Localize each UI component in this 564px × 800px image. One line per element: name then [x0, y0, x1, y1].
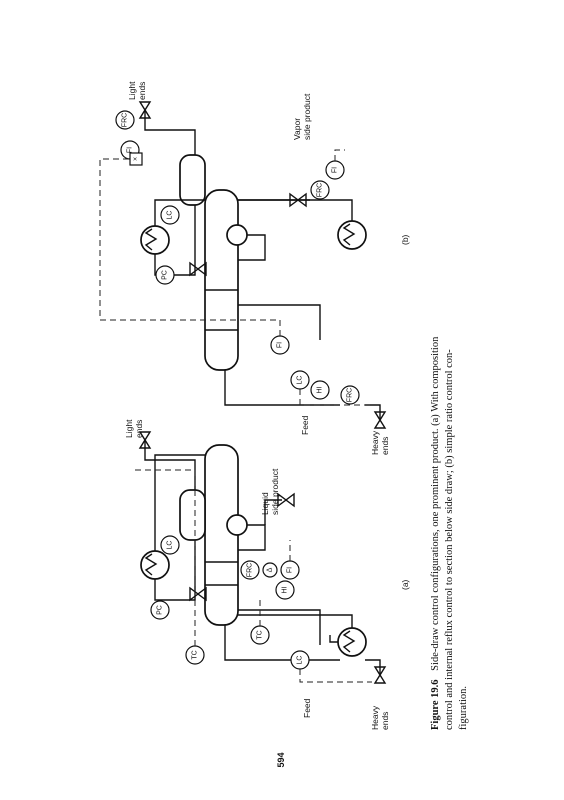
tc-mid-a: TC [250, 625, 270, 645]
side-product-line-a [264, 499, 282, 525]
light-ends-valve-b[interactable] [138, 101, 152, 119]
lc-bottom-b: LC [290, 370, 310, 390]
svg-text:×: × [133, 157, 140, 161]
panel-label-b: (b) [400, 234, 410, 245]
feed-label-a: Feed [302, 698, 312, 718]
fi-a: FI [280, 560, 300, 580]
panel-b: FI LC HI FRC PC LC FI [99, 81, 410, 455]
side-product-label-b-1: Vapor [292, 118, 302, 140]
tc-top-a: TC [185, 645, 205, 665]
svg-text:FRC: FRC [347, 388, 354, 402]
frc-side-b: FRC [310, 180, 330, 200]
svg-text:LC: LC [297, 656, 304, 665]
light-ends-label-b-2: ends [137, 82, 147, 100]
svg-text:LC: LC [297, 376, 304, 385]
side-product-label-a-1: Liquid [260, 492, 270, 515]
heavy-ends-label-a-2: ends [380, 712, 390, 730]
light-ends-line-b [144, 110, 196, 155]
svg-text:FI: FI [332, 167, 339, 173]
caption-line-1: Figure 19.6 Side-draw control configurat… [430, 336, 441, 730]
heavy-ends-valve-a[interactable] [373, 666, 387, 684]
reflux-pump-a [226, 514, 248, 536]
lc-drum-a: LC [160, 535, 180, 555]
feed-line-b [238, 304, 321, 340]
svg-text:HI: HI [282, 586, 289, 593]
caption-text-1: Side-draw control configurations, one pr… [430, 336, 441, 671]
caption-line-2: control and internal reflux control to s… [444, 349, 455, 730]
frc-bottom-b: FRC [340, 385, 360, 405]
caption-line-3: figuration. [458, 686, 469, 730]
svg-text:Δ: Δ [267, 567, 274, 572]
caption-label: Figure 19.6 [430, 679, 441, 730]
svg-text:LC: LC [167, 541, 174, 550]
side-product-valve-b[interactable] [289, 192, 307, 208]
reflux-drum-a [179, 489, 206, 541]
svg-text:FI: FI [127, 147, 134, 153]
frc-top-b: FRC [115, 110, 135, 130]
hi-a: HI [275, 580, 295, 600]
svg-text:TC: TC [257, 630, 264, 639]
reflux-drum-b [179, 154, 206, 206]
heavy-ends-valve-b[interactable] [373, 411, 387, 429]
ratio-station-b: × [129, 152, 143, 166]
fi-feed-b: FI [270, 335, 290, 355]
heavy-ends-label-a-1: Heavy [370, 705, 380, 730]
pc-a: PC [150, 600, 170, 620]
fi-side-b: FI [325, 160, 345, 180]
delta-a: Δ [262, 562, 278, 578]
hi-b: HI [310, 380, 330, 400]
svg-text:PC: PC [157, 605, 164, 615]
side-product-label-a-2: side product [270, 468, 280, 515]
light-ends-label-b-1: Light [127, 81, 137, 100]
light-ends-valve-a[interactable] [138, 431, 152, 449]
page-number: 594 [276, 752, 286, 767]
side-product-valve-a[interactable] [277, 492, 295, 508]
reflux-pump-b [226, 224, 248, 246]
light-ends-label-a-2: ends [134, 420, 144, 438]
lc-drum-b: LC [160, 205, 180, 225]
reflux-valve-a[interactable] [189, 586, 207, 602]
feed-line-a [238, 609, 321, 645]
heavy-ends-label-b-1: Heavy [370, 430, 380, 455]
feed-label-b: Feed [300, 415, 310, 435]
heavy-ends-line-a [365, 659, 381, 675]
svg-text:FI: FI [277, 342, 284, 348]
svg-text:FRC: FRC [247, 563, 254, 577]
reflux-valve-b[interactable] [189, 261, 207, 277]
svg-text:FRC: FRC [122, 113, 129, 127]
svg-text:FRC: FRC [317, 183, 324, 197]
light-ends-label-a-1: Light [124, 419, 134, 438]
pc-b: PC [155, 265, 175, 285]
side-product-label-b-2: side product [302, 93, 312, 140]
lc-bottom-a: LC [290, 650, 310, 670]
column-b [204, 189, 239, 371]
panel-label-a: (a) [400, 579, 410, 590]
svg-text:LC: LC [167, 211, 174, 220]
frc-a: FRC [240, 560, 260, 580]
svg-text:HI: HI [317, 386, 324, 393]
svg-text:FI: FI [287, 567, 294, 573]
svg-text:TC: TC [192, 650, 199, 659]
panel-a: TC TC LC PC LC FI Δ [124, 419, 410, 730]
heavy-ends-label-b-2: ends [380, 437, 390, 455]
svg-text:PC: PC [162, 270, 169, 280]
light-ends-line-a [144, 440, 196, 490]
